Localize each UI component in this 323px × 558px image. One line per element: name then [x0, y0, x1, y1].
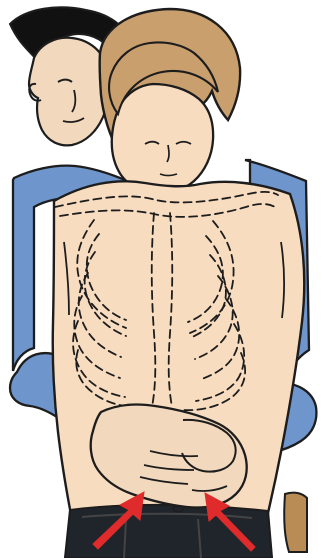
belt-pouch	[284, 493, 307, 552]
patient-face	[112, 84, 213, 194]
